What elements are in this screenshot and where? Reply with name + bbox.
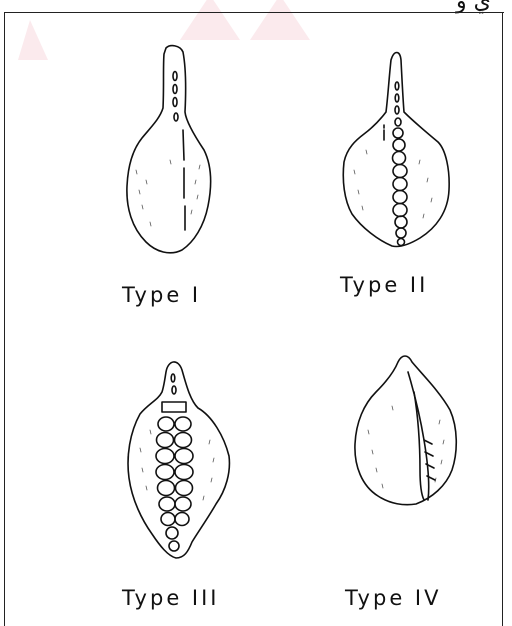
type-3-label: Type III: [122, 586, 220, 610]
type-4-label: Type IV: [345, 586, 441, 610]
type-2-label: Type II: [340, 273, 428, 297]
type-1-label: Type I: [122, 283, 201, 307]
seed-type-2-drawing: [343, 53, 449, 247]
seed-type-1-drawing: [127, 46, 211, 253]
seed-type-3-drawing: [128, 362, 229, 558]
seed-type-4-drawing: [355, 356, 456, 505]
